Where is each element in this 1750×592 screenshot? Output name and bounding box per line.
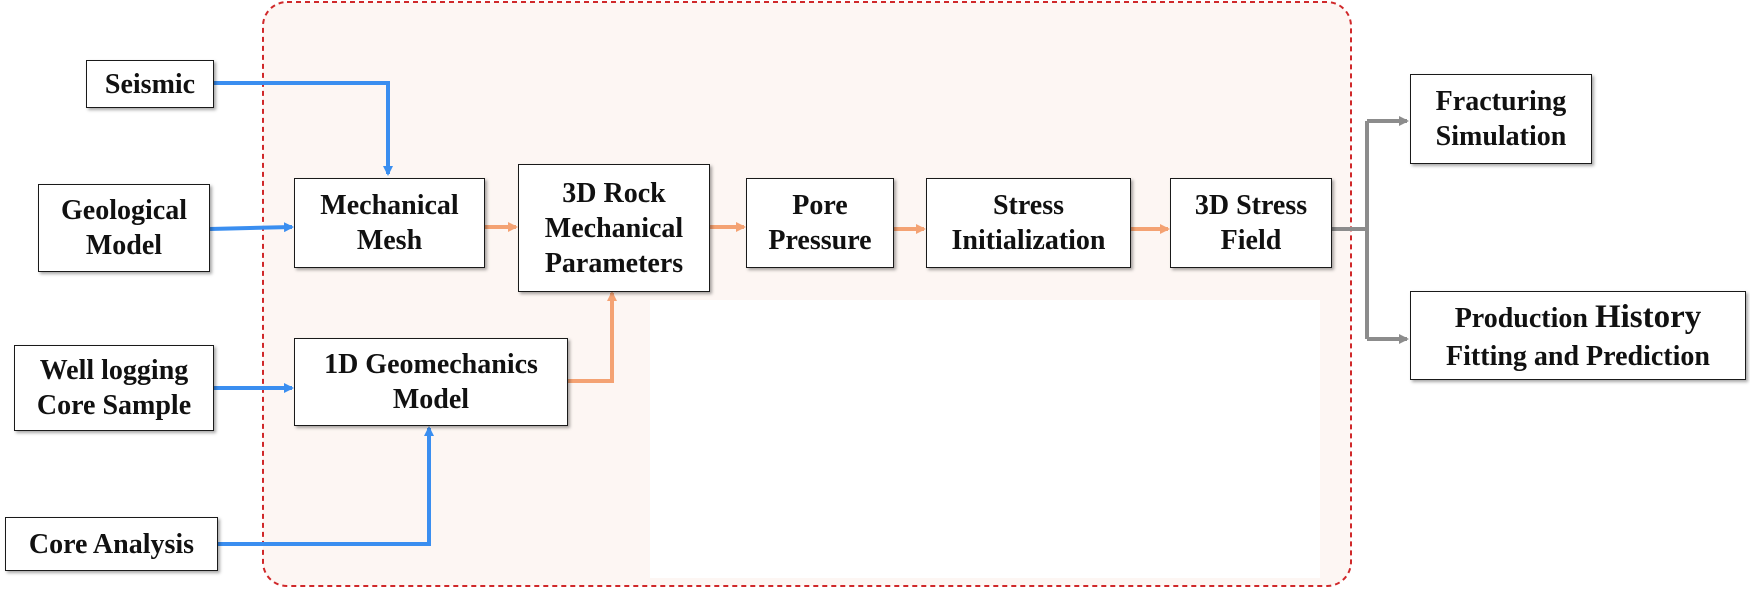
pore-pressure-box: Pore Pressure bbox=[746, 178, 894, 268]
fracturing-simulation-label-line2: Simulation bbox=[1435, 121, 1567, 152]
mechanical-mesh-label-line1: Mechanical bbox=[320, 190, 459, 221]
pore-pressure-label-line1: Pore bbox=[792, 190, 848, 221]
production-history-label-line1: Production History bbox=[1446, 297, 1710, 338]
arrow-geological-to-mesh bbox=[209, 222, 294, 233]
mechanical-mesh-label-line2: Mesh bbox=[356, 225, 423, 256]
stress-field-box: 3D Stress Field bbox=[1170, 178, 1332, 268]
core-analysis-box: Core Analysis bbox=[5, 517, 218, 571]
history-label: History bbox=[1594, 299, 1702, 336]
core-sample-label: Core Sample bbox=[36, 390, 192, 421]
production-history-box: Production History Fitting and Predictio… bbox=[1410, 291, 1746, 380]
stress-initialization-label-line1: Stress bbox=[992, 190, 1065, 221]
stress-initialization-label-line2: Initialization bbox=[951, 225, 1106, 256]
frame-blank-area bbox=[650, 300, 1320, 578]
stress-field-label-line2: Field bbox=[1220, 225, 1282, 256]
mechanical-mesh-box: Mechanical Mesh bbox=[294, 178, 485, 268]
seismic-box: Seismic bbox=[86, 60, 214, 108]
stress-initialization-box: Stress Initialization bbox=[926, 178, 1131, 268]
geomechanics-model-label-line2: Model bbox=[392, 384, 470, 415]
geological-model-box: Geological Model bbox=[38, 184, 210, 272]
arrow-1d-model-to-rock-params bbox=[568, 291, 617, 383]
arrow-seismic-to-mesh bbox=[214, 81, 393, 176]
stress-field-label-line1: 3D Stress bbox=[1194, 190, 1308, 221]
arrow-core-analysis-to-1d-model bbox=[218, 426, 434, 546]
well-logging-core-sample-box: Well logging Core Sample bbox=[14, 345, 214, 431]
fracturing-simulation-label-line1: Fracturing bbox=[1435, 86, 1567, 117]
rock-parameters-label-line1: 3D Rock bbox=[562, 177, 666, 209]
production-history-label-line2: Fitting and Prediction bbox=[1446, 340, 1710, 372]
geological-model-label-line2: Model bbox=[85, 230, 163, 261]
rock-parameters-label-line3: Parameters bbox=[544, 247, 684, 279]
production-label: Production bbox=[1454, 303, 1595, 335]
seismic-label: Seismic bbox=[104, 68, 196, 100]
geomechanics-1d-model-box: 1D Geomechanics Model bbox=[294, 338, 568, 426]
geological-model-label-line1: Geological bbox=[61, 195, 187, 226]
rock-parameters-label-line2: Mechanical bbox=[544, 212, 684, 244]
well-logging-label: Well logging bbox=[39, 355, 189, 386]
geomechanics-model-label-line1: 1D Geomechanics bbox=[324, 349, 538, 380]
fracturing-simulation-box: Fracturing Simulation bbox=[1410, 74, 1592, 164]
rock-mechanical-parameters-box: 3D Rock Mechanical Parameters bbox=[518, 164, 710, 292]
core-analysis-label: Core Analysis bbox=[28, 528, 195, 560]
pore-pressure-label-line2: Pressure bbox=[768, 225, 872, 256]
